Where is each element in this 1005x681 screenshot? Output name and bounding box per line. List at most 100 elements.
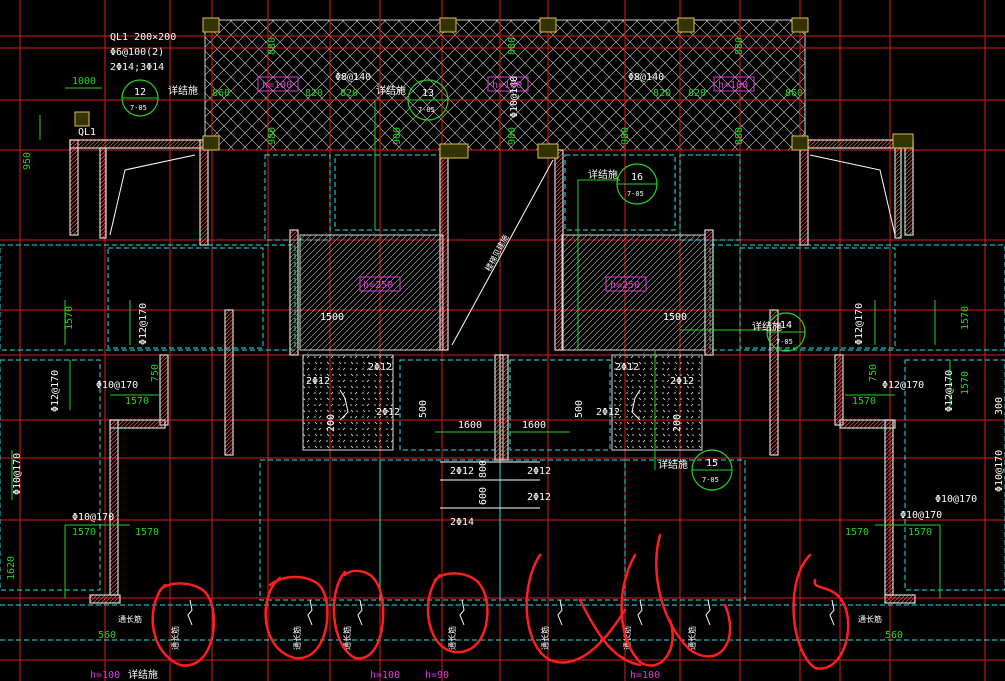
dotted-slab-left — [302, 354, 394, 451]
slab-label-3: h=100 — [718, 80, 748, 91]
dim-1600-b: 1600 — [522, 420, 546, 431]
dim-500-b: 500 — [574, 400, 585, 418]
detail-sub-12: 7-05 — [130, 104, 147, 112]
markup-circles — [151, 533, 850, 670]
dim-1570-h: 1570 — [908, 527, 932, 538]
dim-900-a: 900 — [392, 127, 403, 145]
detail-ref-label-5: 详结施 — [658, 458, 688, 471]
dim-560-a: 560 — [98, 630, 116, 641]
rebar-top-3: Φ10@140 — [509, 76, 520, 118]
dim-880-c: 880 — [734, 37, 745, 55]
dim-950: 950 — [22, 152, 33, 170]
dim-560-b: 560 — [885, 630, 903, 641]
dim-600: 600 — [478, 487, 489, 505]
rebar-b8: 2Φ12 — [527, 466, 551, 477]
rebar-right-6: Φ10@170 — [900, 510, 942, 521]
dim-820-c: 820 — [653, 88, 671, 99]
detail-num-13: 13 — [422, 88, 434, 99]
dim-1600-a: 1600 — [458, 420, 482, 431]
beam-note-line1: QL1 200×200 — [110, 32, 176, 43]
slab-label-7: h=100 — [370, 670, 400, 681]
stair-note: 楼梯见建施 — [483, 233, 511, 273]
rebar-top-2: Φ8@140 — [628, 72, 664, 83]
slab-h250-right — [561, 234, 706, 351]
dim-1570-i: 1570 — [960, 371, 971, 395]
dim-1570-d: 1570 — [852, 396, 876, 407]
slab-label-5: h=250 — [610, 280, 640, 291]
dim-200-b: 200 — [672, 414, 683, 432]
dim-1570-b: 1570 — [960, 306, 971, 330]
detail-ref-label-6: 详结施 — [128, 668, 158, 681]
dim-980-c: 980 — [620, 127, 631, 145]
detail-ref-label-2: 详结施 — [376, 84, 406, 97]
detail-num-14: 14 — [780, 320, 792, 331]
dim-820-a: 820 — [305, 88, 323, 99]
dim-300: 300 — [994, 397, 1005, 415]
detail-num-16: 16 — [631, 172, 643, 183]
dim-1500-a: 1500 — [320, 312, 344, 323]
rebar-b5: 2Φ12 — [670, 376, 694, 387]
rebar-b9: 2Φ12 — [527, 492, 551, 503]
slab-label-8: h=100 — [630, 670, 660, 681]
dim-980-a: 980 — [267, 127, 278, 145]
through-note-3: 通长筋 — [292, 626, 302, 650]
detail-num-15: 15 — [706, 458, 718, 469]
slab-label-2: h=100 — [492, 80, 522, 91]
stair-diagonal — [451, 159, 554, 346]
detail-ref-label-4: 详结施 — [752, 320, 782, 333]
dim-1570-a: 1570 — [64, 306, 75, 330]
dimension-lines-green — [11, 87, 951, 598]
dim-1620: 1620 — [6, 556, 17, 580]
dim-1500-b: 1500 — [663, 312, 687, 323]
dim-820-d: 820 — [688, 88, 706, 99]
rebar-left-4: Φ10@170 — [12, 453, 23, 495]
dim-980-b: 980 — [507, 127, 518, 145]
rebar-b10: 2Φ14 — [450, 517, 474, 528]
slab-label-4: h=250 — [363, 280, 393, 291]
rebar-right-1: Φ12@170 — [854, 303, 865, 345]
rebar-b4: 2Φ12 — [615, 362, 639, 373]
through-note-4: 通长筋 — [342, 626, 352, 650]
dotted-slab-right — [611, 354, 703, 451]
dim-880-b: 880 — [507, 37, 518, 55]
dim-750-b: 750 — [868, 364, 879, 382]
walls — [69, 139, 916, 604]
rebar-left-5: Φ10@170 — [72, 512, 114, 523]
rebar-b1: 2Φ12 — [368, 362, 392, 373]
detail-num-12: 12 — [134, 87, 146, 98]
slab-label-boxes — [257, 76, 755, 292]
slab-h250-left — [299, 234, 444, 351]
rebar-b6: 2Φ12 — [596, 407, 620, 418]
rebar-right-5: Φ10@170 — [935, 494, 977, 505]
dim-1570-c: 1570 — [125, 396, 149, 407]
beam-tag: QL1 — [78, 127, 96, 138]
dim-800: 800 — [478, 460, 489, 478]
dim-880-a: 880 — [267, 37, 278, 55]
through-note-8: 通长筋 — [687, 626, 697, 650]
dim-750-a: 750 — [150, 364, 161, 382]
rebar-right-4: Φ10@170 — [994, 450, 1005, 492]
detail-sub-16: 7-05 — [627, 190, 644, 198]
beam-note-line2: Φ6@100(2) — [110, 47, 164, 58]
slab-label-9: h=90 — [425, 670, 449, 681]
dim-500-a: 500 — [418, 400, 429, 418]
bottom-rebar-ticks — [187, 599, 835, 626]
slab-label-6: h=100 — [90, 670, 120, 681]
top-hatched-slab — [204, 19, 806, 151]
balcony-fold-right — [809, 154, 896, 236]
through-note-2: 通长筋 — [170, 626, 180, 650]
dim-820-b: 820 — [340, 88, 358, 99]
through-note-1: 通长筋 — [118, 614, 142, 624]
rebar-left-2: Φ12@170 — [50, 370, 61, 412]
rebar-top-1: Φ8@140 — [335, 72, 371, 83]
detail-sub-13: 7-05 — [418, 106, 435, 114]
through-note-6: 通长筋 — [540, 626, 550, 650]
through-note-9: 通长筋 — [858, 614, 882, 624]
columns — [74, 17, 914, 159]
detail-ref-label-3: 详结施 — [588, 168, 618, 181]
dim-860-b: 860 — [785, 88, 803, 99]
rebar-right-2: Φ12@170 — [882, 380, 924, 391]
rebar-left-3: Φ10@170 — [96, 380, 138, 391]
detail-sub-14: 7-05 — [776, 338, 793, 346]
